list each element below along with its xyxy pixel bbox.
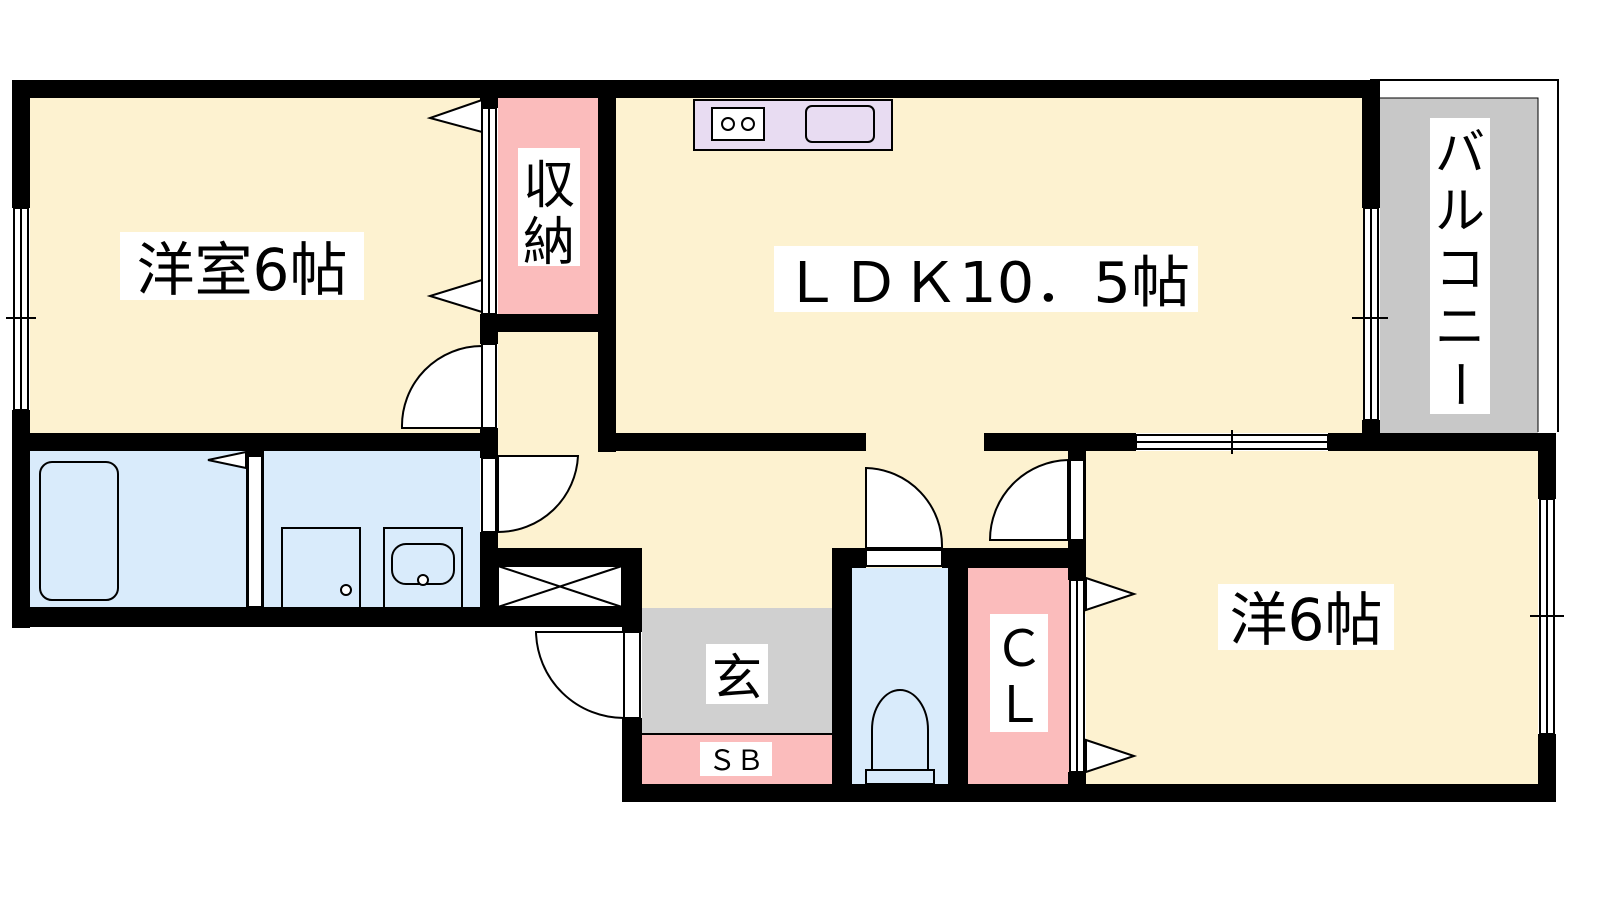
drain-icon <box>340 584 352 596</box>
label-storage-1: 収 <box>523 156 575 216</box>
balcony-rail <box>1370 79 1559 432</box>
label-closet-1: Ｃ <box>994 620 1044 678</box>
stove <box>711 107 765 141</box>
kitchen-sink <box>805 105 875 143</box>
balcony-rail-inner <box>1380 97 1539 432</box>
labels: 洋室6帖 収 納 ＬＤＫ10．5帖 バ ル コ ニ ー 洋6帖 Ｃ Ｌ 玄 ＳＢ <box>120 118 1490 777</box>
label-balcony-5: ー <box>1430 359 1488 409</box>
toilet-bowl <box>871 689 929 771</box>
toilet-tank <box>865 769 935 785</box>
windows <box>6 207 1564 735</box>
door-washroom <box>497 455 580 534</box>
burner-left-icon <box>721 117 735 131</box>
washing-machine-pan <box>281 527 361 609</box>
label-closet-2: Ｌ <box>994 676 1044 734</box>
label-balcony-3: コ <box>1435 240 1485 298</box>
label-western-room-2: 洋6帖 <box>1230 586 1383 654</box>
label-balcony-4: ニ <box>1435 298 1485 356</box>
label-ldk: ＬＤＫ10．5帖 <box>782 251 1190 316</box>
door-western-room-2 <box>988 458 1069 541</box>
fixtures <box>39 99 935 785</box>
label-storage-2: 納 <box>523 213 575 273</box>
burner-right-icon <box>741 117 755 131</box>
door-entrance <box>534 631 625 720</box>
label-western-room-1: 洋室6帖 <box>137 236 348 304</box>
door-western-room-1 <box>400 344 483 429</box>
bathtub <box>39 461 119 601</box>
label-balcony-2: ル <box>1435 182 1485 240</box>
label-balcony-1: バ <box>1435 124 1485 182</box>
label-shoe-box: ＳＢ <box>708 744 764 777</box>
door-toilet <box>865 466 944 549</box>
doors <box>207 98 1138 774</box>
label-entrance: 玄 <box>712 649 762 707</box>
